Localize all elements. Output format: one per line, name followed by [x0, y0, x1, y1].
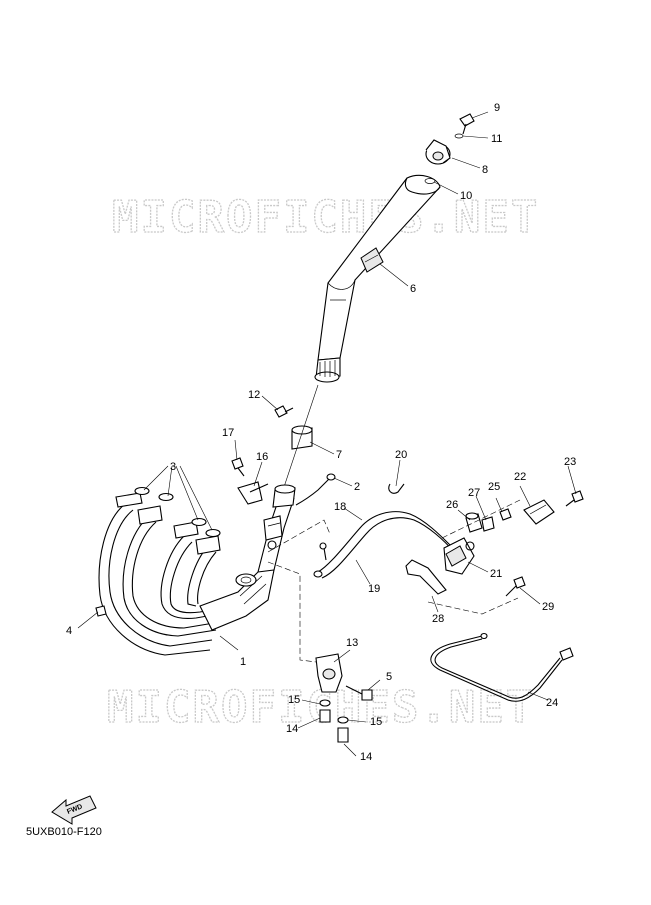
callout-14-left: 14 — [286, 723, 298, 735]
callout-29: 29 — [542, 601, 554, 613]
washer-right — [337, 716, 349, 724]
callout-4: 4 — [66, 625, 72, 637]
damper — [465, 512, 483, 533]
mount-bracket — [315, 653, 343, 693]
callout-18: 18 — [334, 501, 346, 513]
callout-12: 12 — [248, 389, 260, 401]
valve-cable-2 — [295, 473, 336, 506]
callout-23: 23 — [564, 456, 576, 468]
callout-2: 2 — [354, 481, 360, 493]
callout-1: 1 — [240, 656, 246, 668]
muffler — [314, 174, 441, 383]
callout-3: 3 — [170, 461, 176, 473]
fwd-arrow-icon: FWD — [51, 795, 97, 825]
callout-5: 5 — [386, 671, 392, 683]
bracket-bolt — [231, 457, 245, 477]
callout-10: 10 — [460, 190, 472, 202]
servo-stay — [523, 499, 555, 525]
gasket — [424, 178, 436, 184]
cap-washer — [454, 133, 464, 139]
cap-bolt — [459, 113, 475, 135]
end-cap — [425, 139, 451, 165]
callout-8: 8 — [482, 164, 488, 176]
ref-line-d — [427, 597, 519, 615]
washer-left — [319, 699, 331, 707]
collar — [481, 516, 495, 532]
cable-clip — [388, 483, 405, 494]
callout-24: 24 — [546, 697, 558, 709]
callout-13: 13 — [346, 637, 358, 649]
callout-15-left: 15 — [288, 694, 300, 706]
leader-lines — [77, 111, 577, 757]
stud-left — [319, 709, 331, 723]
callout-14-right: 14 — [360, 751, 372, 763]
callout-25: 25 — [488, 481, 500, 493]
stud-right — [337, 727, 349, 743]
callout-21: 21 — [490, 568, 502, 580]
exup-servo-motor — [443, 537, 475, 575]
valve-bracket — [237, 481, 269, 505]
callout-15-right: 15 — [370, 716, 382, 728]
bracket-bolt-29 — [505, 576, 526, 597]
catalog-code: 5UXB010-F120 — [26, 826, 102, 838]
callout-7: 7 — [336, 449, 342, 461]
callout-17: 17 — [222, 427, 234, 439]
clamp-bolt — [274, 405, 294, 418]
joint-gasket — [291, 425, 313, 450]
callout-9: 9 — [494, 102, 500, 114]
callout-19: 19 — [368, 583, 380, 595]
servo-bolt — [499, 508, 512, 521]
callout-11: 11 — [491, 133, 502, 145]
valve-cables — [313, 511, 455, 579]
callout-22: 22 — [514, 471, 526, 483]
ref-line-b — [267, 561, 317, 663]
watermark-bottom: MICROFICHES.NET — [107, 682, 534, 733]
callout-20: 20 — [395, 449, 407, 461]
callout-28: 28 — [432, 613, 444, 625]
watermark-top: MICROFICHES.NET — [112, 192, 539, 243]
header-gaskets — [134, 486, 221, 538]
mount-bolt — [345, 685, 373, 701]
stay-bolt — [565, 490, 584, 507]
exhaust-header — [98, 484, 296, 656]
callout-16: 16 — [256, 451, 268, 463]
header-nut — [95, 605, 107, 617]
ref-line-a — [267, 519, 331, 553]
callout-6: 6 — [410, 283, 416, 295]
ref-line-c — [441, 499, 521, 539]
callout-numbers: 9 11 8 10 6 12 7 17 20 3 16 23 22 2 25 2… — [66, 102, 576, 763]
callout-26: 26 — [446, 499, 458, 511]
servo-bracket — [405, 559, 447, 595]
callout-27: 27 — [468, 487, 480, 499]
